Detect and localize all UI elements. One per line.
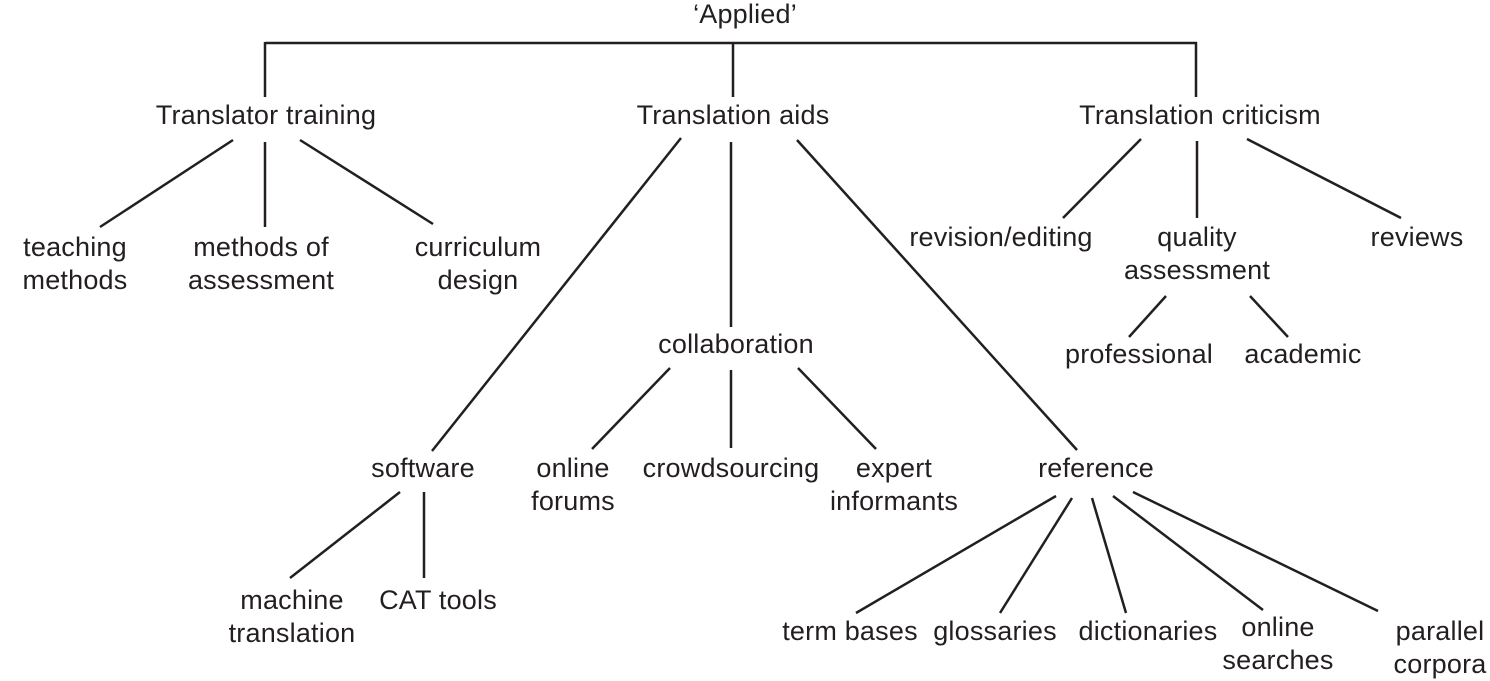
edge-ref-online-searches <box>1112 495 1264 611</box>
edge-ref-glossaries <box>998 497 1074 614</box>
node-parallel-corpora: parallel corpora <box>1393 616 1487 679</box>
node-reference: reference <box>1038 453 1154 483</box>
edge-qa-professional <box>1128 295 1167 338</box>
node-online-forums: online forums <box>531 453 615 516</box>
edge-tt-curriculum-design <box>299 138 434 226</box>
edge-tc-reviews <box>1246 137 1402 220</box>
node-quality-assessment: quality assessment <box>1123 222 1271 285</box>
node-collaboration: collaboration <box>658 329 814 359</box>
edge-collab-online-forums <box>591 367 671 450</box>
node-translation-aids: Translation aids <box>636 100 830 130</box>
node-methods-of-assessment: methods of assessment <box>187 232 335 295</box>
edge-ta-software <box>431 137 682 452</box>
applied-branch-tree-diagram: ‘Applied’ Translator training Translatio… <box>22 0 1487 679</box>
node-software: software <box>371 453 475 483</box>
node-term-bases: term bases <box>782 616 918 646</box>
node-expert-informants: expert informants <box>829 453 959 516</box>
node-applied: ‘Applied’ <box>693 0 797 29</box>
node-reviews: reviews <box>1370 222 1464 252</box>
node-translator-training: Translator training <box>155 100 377 130</box>
edge-sw-machine-translation <box>289 491 401 579</box>
node-machine-translation: machine translation <box>228 585 356 648</box>
edge-tc-revision-editing <box>1062 138 1142 219</box>
node-curriculum-design: curriculum design <box>414 232 542 295</box>
node-dictionaries: dictionaries <box>1078 616 1218 646</box>
node-online-searches: online searches <box>1222 612 1334 675</box>
node-revision-editing: revision/editing <box>909 222 1093 252</box>
edge-qa-academic <box>1249 295 1289 338</box>
connector-lines <box>99 41 1402 615</box>
node-academic: academic <box>1244 339 1362 369</box>
edge-collab-expert-informants <box>797 367 877 450</box>
edge-ta-reference <box>796 139 1078 451</box>
edge-tt-teaching-methods <box>99 138 234 229</box>
node-translation-criticism: Translation criticism <box>1079 100 1321 130</box>
edge-ref-dictionaries <box>1090 497 1128 614</box>
edge-ref-term-bases <box>855 494 1057 615</box>
node-cat-tools: CAT tools <box>379 585 497 615</box>
edge-ref-parallel-corpora <box>1132 490 1379 613</box>
node-professional: professional <box>1065 339 1213 369</box>
node-teaching-methods: teaching methods <box>22 232 128 295</box>
node-glossaries: glossaries <box>933 616 1057 646</box>
node-crowdsourcing: crowdsourcing <box>642 453 820 483</box>
